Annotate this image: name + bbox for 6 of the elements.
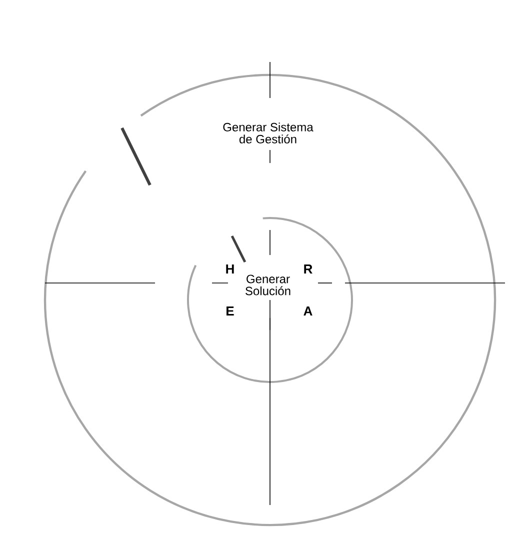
quadrant-letter: H [226, 264, 234, 274]
stage-label: Generar Sistema de Gestión [223, 122, 314, 144]
stage-label: Generar Solución [246, 274, 290, 296]
quadrant-letter: A [304, 306, 312, 316]
quadrant-letter: E [226, 306, 234, 316]
quadrant-letter: R [304, 264, 312, 274]
